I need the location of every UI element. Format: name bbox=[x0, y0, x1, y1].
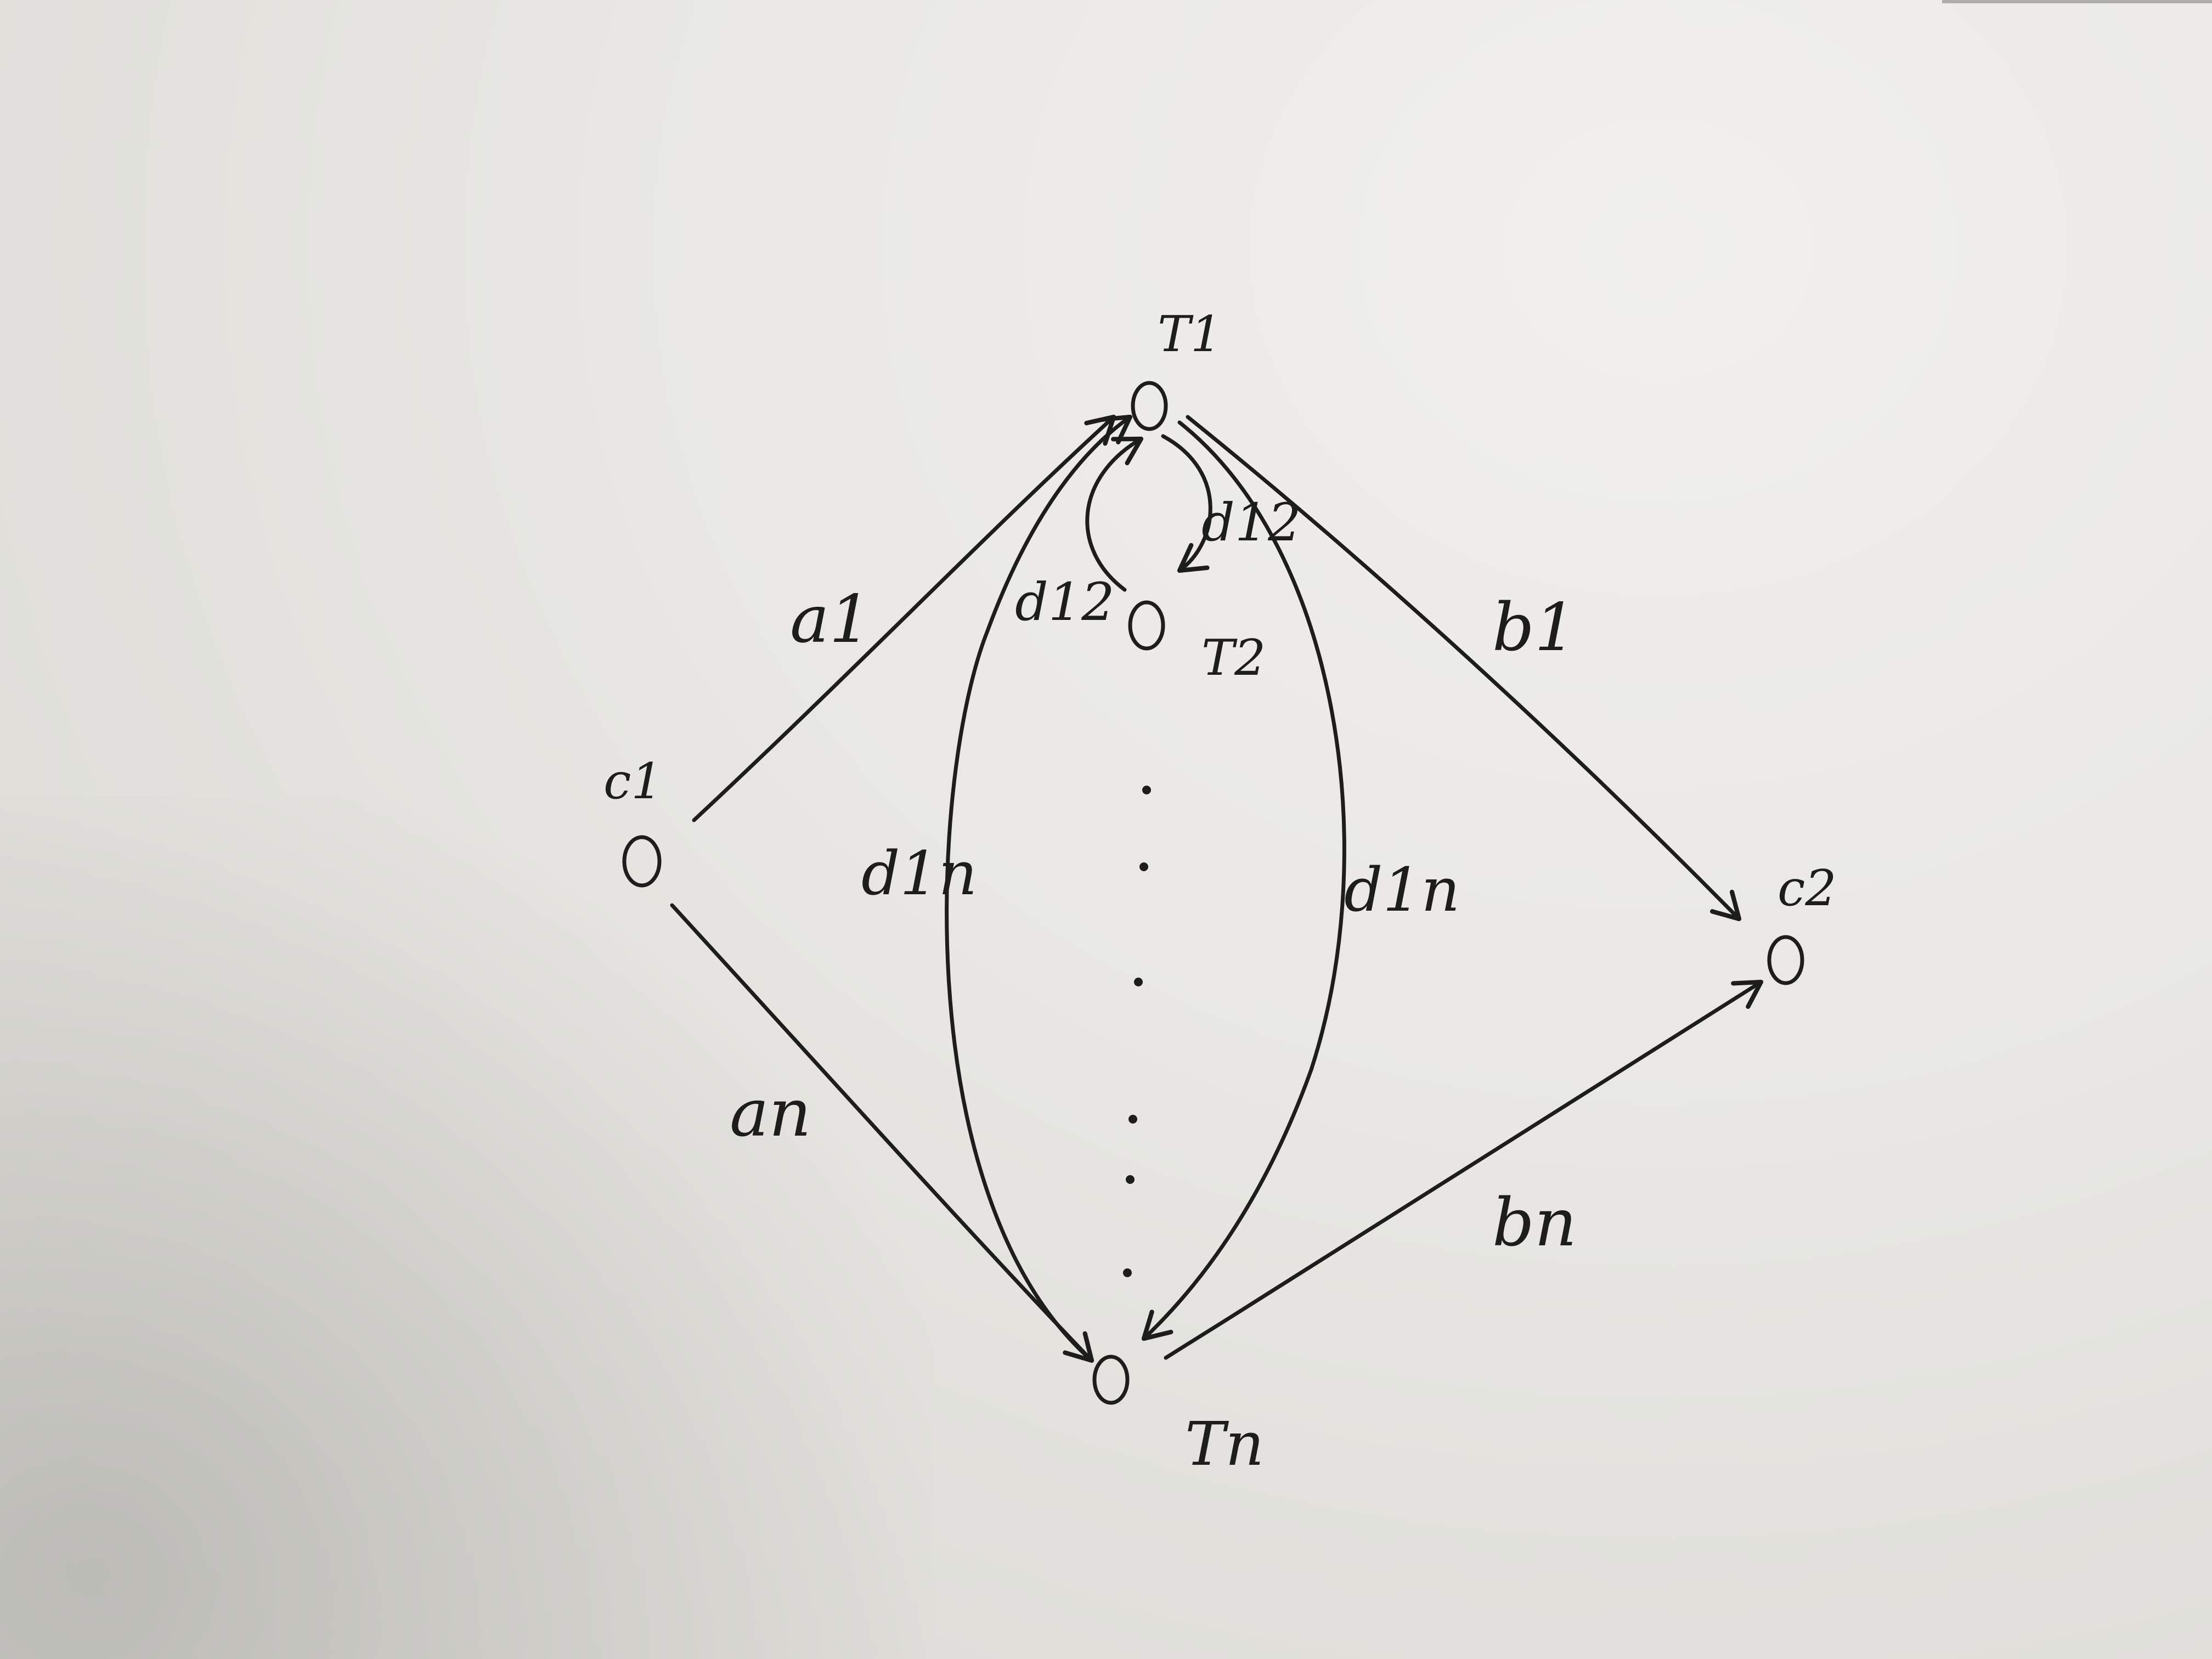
label-b1: b1 bbox=[1492, 590, 1576, 666]
node-t1 bbox=[1131, 381, 1168, 431]
ellipsis-dot bbox=[1126, 1175, 1135, 1184]
label-d1n-left: d1n bbox=[861, 838, 977, 909]
edge-d1n-right bbox=[1141, 420, 1346, 1341]
edge-b1 bbox=[1186, 415, 1742, 922]
ellipsis-dot bbox=[1139, 862, 1148, 871]
node-c1 bbox=[622, 835, 662, 888]
paper-shadow bbox=[0, 795, 933, 1659]
ellipsis-dot bbox=[1142, 786, 1151, 794]
label-bn: bn bbox=[1492, 1185, 1577, 1261]
edge-d12-left bbox=[1085, 436, 1144, 592]
edge-bn bbox=[1164, 979, 1764, 1360]
ellipsis-dot bbox=[1128, 1115, 1137, 1124]
label-tn: Tn bbox=[1185, 1409, 1264, 1479]
label-c2: c2 bbox=[1778, 860, 1837, 917]
ellipsis-dot bbox=[1134, 978, 1143, 986]
edge-d1n-left bbox=[945, 414, 1133, 1363]
edge-an bbox=[670, 903, 1094, 1363]
label-d12-right: d12 bbox=[1201, 493, 1301, 553]
paper-edge bbox=[1942, 0, 2212, 25]
node-tn bbox=[1092, 1355, 1130, 1405]
edge-d12-right bbox=[1161, 434, 1212, 573]
label-d1n-right: d1n bbox=[1344, 855, 1460, 925]
label-t2: T2 bbox=[1201, 629, 1266, 687]
label-an: an bbox=[730, 1075, 811, 1152]
ellipsis-dot bbox=[1123, 1268, 1132, 1277]
edge-a1 bbox=[692, 414, 1116, 822]
node-c2 bbox=[1767, 935, 1804, 985]
label-t1: T1 bbox=[1158, 306, 1222, 363]
label-d12-left: d12 bbox=[1015, 572, 1115, 633]
label-c1: c1 bbox=[603, 753, 663, 810]
label-a1: a1 bbox=[790, 582, 871, 658]
node-t2 bbox=[1128, 600, 1165, 651]
